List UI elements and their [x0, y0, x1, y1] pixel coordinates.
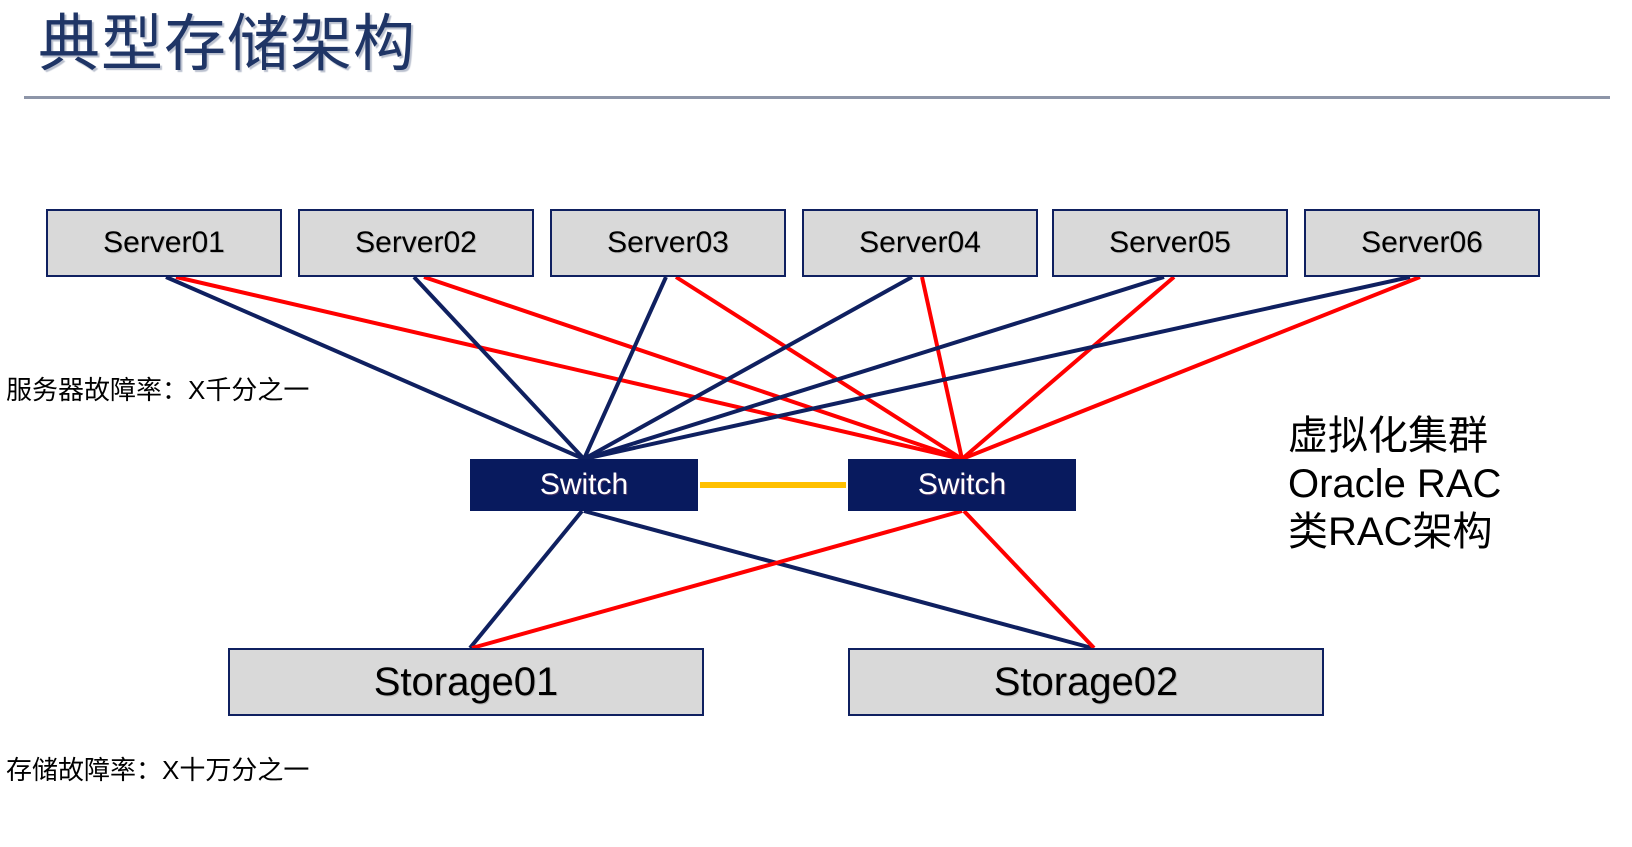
link-switch-right-to-storage02: [962, 509, 1096, 650]
storage-node-02-label: Storage02: [993, 659, 1179, 704]
storage-link-layer: [468, 509, 1096, 650]
switch-node-left-label: Switch: [539, 468, 629, 501]
link-switch-left-to-storage02: [583, 509, 1093, 650]
server-node-06[interactable]: Server06: [1304, 209, 1540, 277]
storage-node-01-label: Storage01: [373, 659, 559, 704]
server-node-04[interactable]: Server04: [802, 209, 1038, 277]
server-link-layer: [165, 275, 1421, 461]
server-node-01[interactable]: Server01: [46, 209, 282, 277]
link-server06-to-switch-left: [583, 275, 1411, 461]
switch-node-left[interactable]: Switch: [470, 459, 698, 511]
server-node-05-label: Server05: [1109, 226, 1231, 259]
server-node-02-label: Server02: [355, 226, 477, 259]
link-server02-to-switch-left: [412, 275, 586, 461]
link-server03-to-switch-right: [674, 275, 964, 461]
switch-node-right[interactable]: Switch: [848, 459, 1076, 511]
page-title: 典型存储架构: [38, 10, 417, 79]
server-node-02[interactable]: Server02: [298, 209, 534, 277]
server-node-04-label: Server04: [859, 226, 981, 259]
link-server06-to-switch-right: [961, 275, 1421, 461]
link-server01-to-switch-left: [165, 275, 585, 461]
server-node-06-label: Server06: [1361, 226, 1483, 259]
link-server04-to-switch-right: [920, 276, 964, 460]
note-cluster-line-1: 虚拟化集群: [1288, 414, 1488, 458]
note-storage-failure-rate: 存储故障率：X十万分之一: [6, 755, 310, 785]
link-switch-right-to-storage01: [471, 509, 963, 650]
storage-node-01[interactable]: Storage01: [228, 648, 704, 716]
link-switch-left-to-storage01: [468, 509, 584, 650]
server-node-05[interactable]: Server05: [1052, 209, 1288, 277]
link-server01-to-switch-right: [175, 275, 963, 461]
link-server05-to-switch-left: [583, 275, 1165, 461]
server-node-03-label: Server03: [607, 226, 729, 259]
link-server03-to-switch-left: [582, 276, 668, 460]
note-cluster-line-3: 类RAC架构: [1288, 510, 1493, 554]
link-server05-to-switch-right: [960, 275, 1176, 461]
link-server04-to-switch-left: [583, 275, 913, 461]
server-node-01-label: Server01: [103, 226, 225, 259]
switch-node-right-label: Switch: [917, 468, 1007, 501]
storage-node-02[interactable]: Storage02: [848, 648, 1324, 716]
note-cluster-line-2: Oracle RAC: [1288, 462, 1502, 506]
title-divider: [24, 96, 1610, 99]
link-server02-to-switch-right: [423, 275, 963, 461]
server-node-03[interactable]: Server03: [550, 209, 786, 277]
note-server-failure-rate: 服务器故障率：X千分之一: [6, 375, 310, 405]
